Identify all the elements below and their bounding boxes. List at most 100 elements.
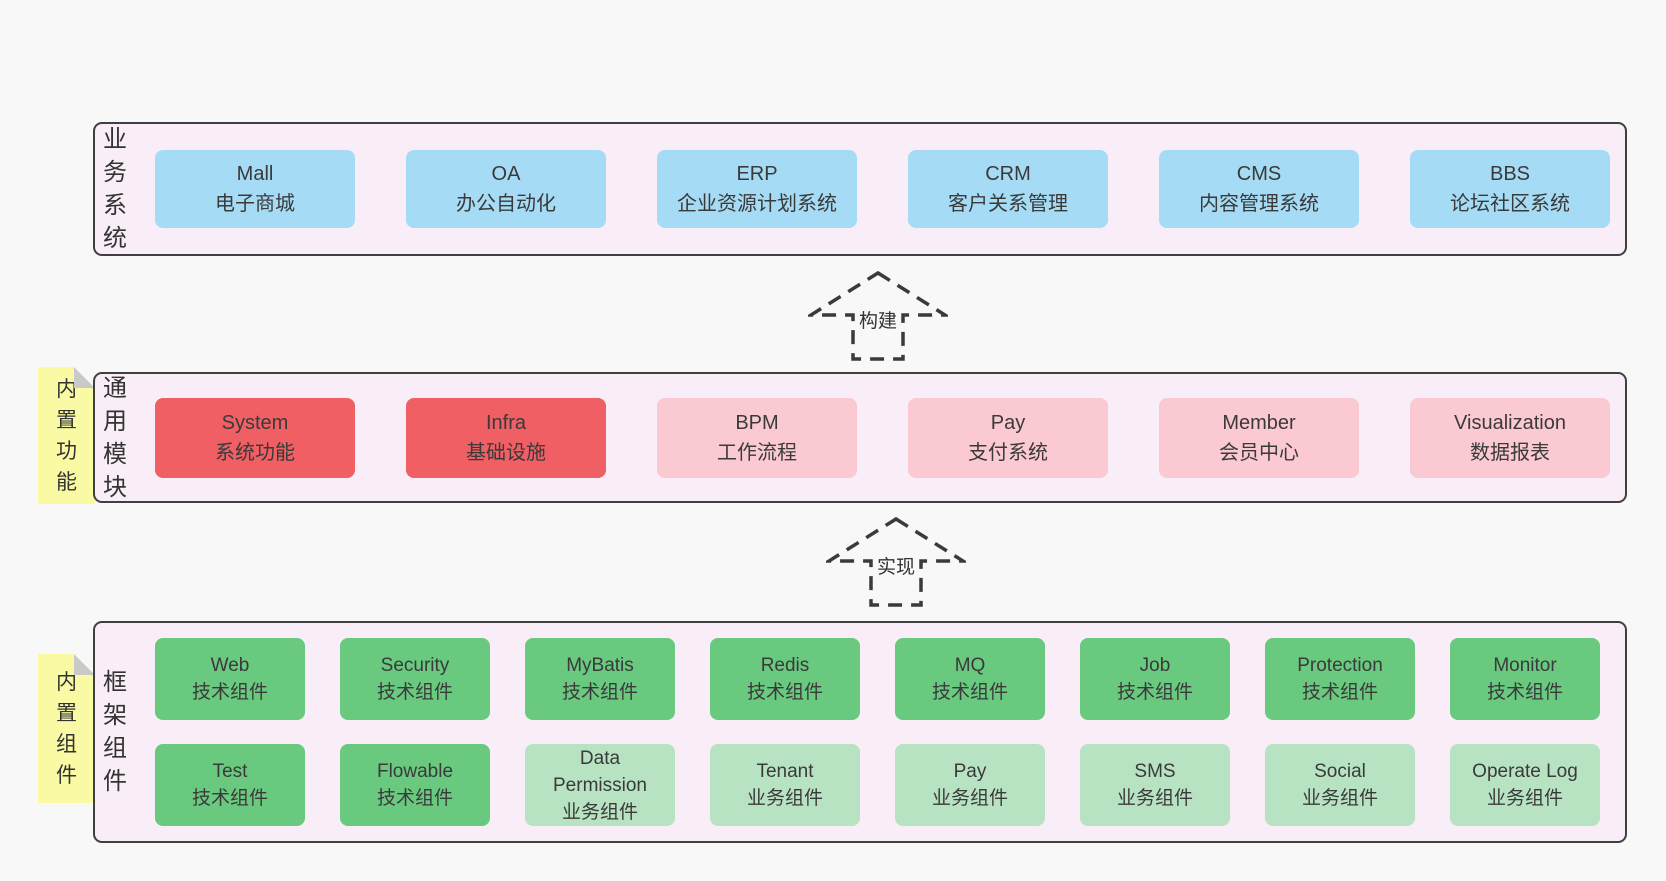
box-job: Job 技术组件 [1080,638,1230,720]
module-boxes: System 系统功能 Infra 基础设施 BPM 工作流程 Pay 支付系统… [155,397,1610,478]
layer-framework-components: 框架组件 Web 技术组件 Security 技术组件 MyBatis 技术组件… [93,621,1627,843]
box-pay-system: Pay 支付系统 [908,397,1108,478]
box-title: CRM [985,163,1031,185]
box-title: Flowable [376,761,454,782]
component-rows: Web 技术组件 Security 技术组件 MyBatis 技术组件 Redi… [155,638,1600,826]
box-subtitle: 客户关系管理 [948,193,1068,215]
layer-title-components: 框架组件 [103,669,127,795]
box-subtitle: 业务组件 [1486,788,1563,809]
box-subtitle: 支付系统 [968,441,1048,464]
box-tenant: Tenant 业务组件 [710,744,860,826]
box-subtitle: 业务组件 [561,801,638,823]
up-arrow-icon [826,516,966,607]
box-subtitle: 基础设施 [466,441,546,464]
layer-business-systems: 业务系统 Mall 电子商城 OA 办公自动化 ERP 企业资源计划系统 CRM… [93,122,1627,256]
box-subtitle: 技术组件 [376,788,453,809]
box-test: Test 技术组件 [155,744,305,826]
box-title: BBS [1489,163,1531,185]
box-subtitle: 内容管理系统 [1199,193,1319,215]
box-erp: ERP 企业资源计划系统 [657,150,857,228]
box-title: Pay [953,761,987,782]
box-subtitle: 业务组件 [1116,788,1193,809]
box-title: SMS [1134,761,1176,782]
layer-title-business: 业务系统 [103,126,127,252]
layer-title-modules: 通用模块 [103,374,127,501]
box-subtitle: 系统功能 [215,441,295,464]
box-title: Security [380,655,450,676]
box-subtitle: 技术组件 [561,682,638,703]
box-subtitle: 技术组件 [931,682,1008,703]
build-arrow: 构建 [808,270,948,362]
box-subtitle: 技术组件 [746,682,823,703]
box-title: Infra [485,411,527,434]
box-subtitle: 办公自动化 [456,193,556,215]
box-mybatis: MyBatis 技术组件 [525,638,675,720]
box-title: Visualization [1454,411,1566,434]
box-infra: Infra 基础设施 [406,397,606,478]
box-monitor: Monitor 技术组件 [1450,638,1600,720]
component-row-2: Test 技术组件 Flowable 技术组件 Data Permission … [155,744,1600,826]
box-crm: CRM 客户关系管理 [908,150,1108,228]
arrow-label-implement: 实现 [873,557,919,579]
box-web: Web 技术组件 [155,638,305,720]
up-arrow-icon [808,270,948,361]
box-title: Tenant [756,761,814,782]
box-subtitle: 业务组件 [1301,788,1378,809]
sticky-note-built-in-components: 内置组件 [38,654,95,803]
box-title: System [221,411,289,434]
box-subtitle: 技术组件 [376,682,453,703]
box-subtitle: 业务组件 [746,788,823,809]
box-mall: Mall 电子商城 [155,150,355,228]
box-title: Social [1314,761,1366,782]
box-subtitle: 技术组件 [1301,682,1378,703]
box-title: ERP [736,163,778,185]
box-title: Test [212,761,248,782]
box-title: Data Permission [553,747,647,796]
box-title: Job [1139,655,1171,676]
box-operate-log: Operate Log 业务组件 [1450,744,1600,826]
box-data-permission: Data Permission 业务组件 [525,744,675,826]
box-visualization: Visualization 数据报表 [1410,397,1610,478]
box-subtitle: 会员中心 [1219,441,1299,464]
box-system: System 系统功能 [155,397,355,478]
box-bbs: BBS 论坛社区系统 [1410,150,1610,228]
box-title: MyBatis [566,655,634,676]
box-title: OA [491,163,521,185]
box-subtitle: 技术组件 [191,682,268,703]
box-title: Member [1222,411,1296,434]
box-title: CMS [1236,163,1282,185]
box-social: Social 业务组件 [1265,744,1415,826]
box-subtitle: 技术组件 [191,788,268,809]
box-subtitle: 技术组件 [1116,682,1193,703]
implement-arrow: 实现 [826,516,966,608]
box-title: Pay [990,411,1026,434]
box-subtitle: 业务组件 [931,788,1008,809]
box-subtitle: 论坛社区系统 [1450,193,1570,215]
box-title: Mall [236,163,274,185]
box-title: Monitor [1493,655,1557,676]
business-boxes: Mall 电子商城 OA 办公自动化 ERP 企业资源计划系统 CRM 客户关系… [155,150,1610,228]
sticky-label: 内置功能 [56,377,77,494]
box-cms: CMS 内容管理系统 [1159,150,1359,228]
box-subtitle: 电子商城 [215,193,295,215]
box-oa: OA 办公自动化 [406,150,606,228]
box-bpm: BPM 工作流程 [657,397,857,478]
box-title: Operate Log [1472,761,1578,782]
box-mq: MQ 技术组件 [895,638,1045,720]
box-title: Protection [1297,655,1383,676]
arrow-label-build: 构建 [855,311,901,333]
box-member: Member 会员中心 [1159,397,1359,478]
box-title: Web [210,655,250,676]
box-protection: Protection 技术组件 [1265,638,1415,720]
box-flowable: Flowable 技术组件 [340,744,490,826]
box-pay-component: Pay 业务组件 [895,744,1045,826]
box-subtitle: 数据报表 [1470,441,1550,464]
box-title: BPM [735,411,779,434]
box-subtitle: 企业资源计划系统 [677,193,837,215]
box-sms: SMS 业务组件 [1080,744,1230,826]
box-security: Security 技术组件 [340,638,490,720]
component-row-1: Web 技术组件 Security 技术组件 MyBatis 技术组件 Redi… [155,638,1600,720]
box-subtitle: 工作流程 [717,441,797,464]
layer-common-modules: 通用模块 System 系统功能 Infra 基础设施 BPM 工作流程 Pay… [93,372,1627,503]
